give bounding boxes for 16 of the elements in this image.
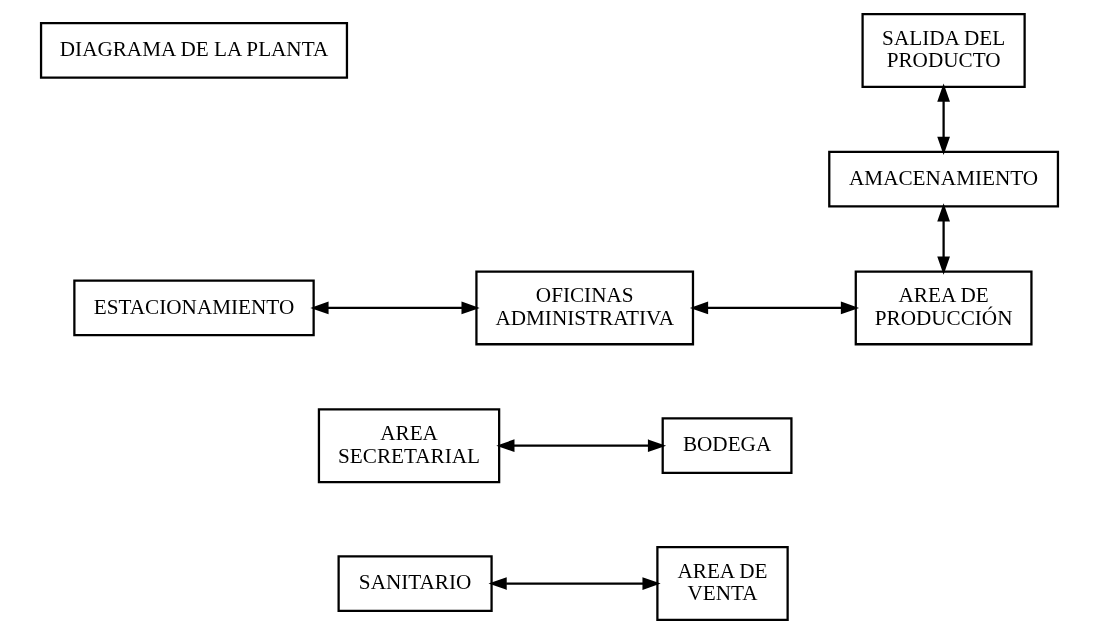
- arrow: [488, 577, 661, 590]
- arrow: [937, 203, 950, 275]
- node-box: ESTACIONAMIENTO: [73, 279, 315, 337]
- arrow: [310, 301, 480, 315]
- node-box: BODEGA: [661, 417, 793, 475]
- arrow: [496, 439, 667, 453]
- arrow: [937, 83, 950, 156]
- arrow: [689, 301, 860, 315]
- node-box: OFICINAS ADMINISTRATIVA: [475, 270, 695, 346]
- node-box: AREA SECRETARIAL: [317, 408, 501, 484]
- node-box: DIAGRAMA DE LA PLANTA: [39, 22, 349, 79]
- node-box: AMACENAMIENTO: [828, 150, 1060, 208]
- node-box: AREA DE VENTA: [656, 546, 789, 621]
- node-box: SALIDA DEL PRODUCTO: [861, 13, 1026, 88]
- node-box: AREA DE PRODUCCIÓN: [854, 270, 1033, 346]
- node-box: SANITARIO: [337, 555, 493, 612]
